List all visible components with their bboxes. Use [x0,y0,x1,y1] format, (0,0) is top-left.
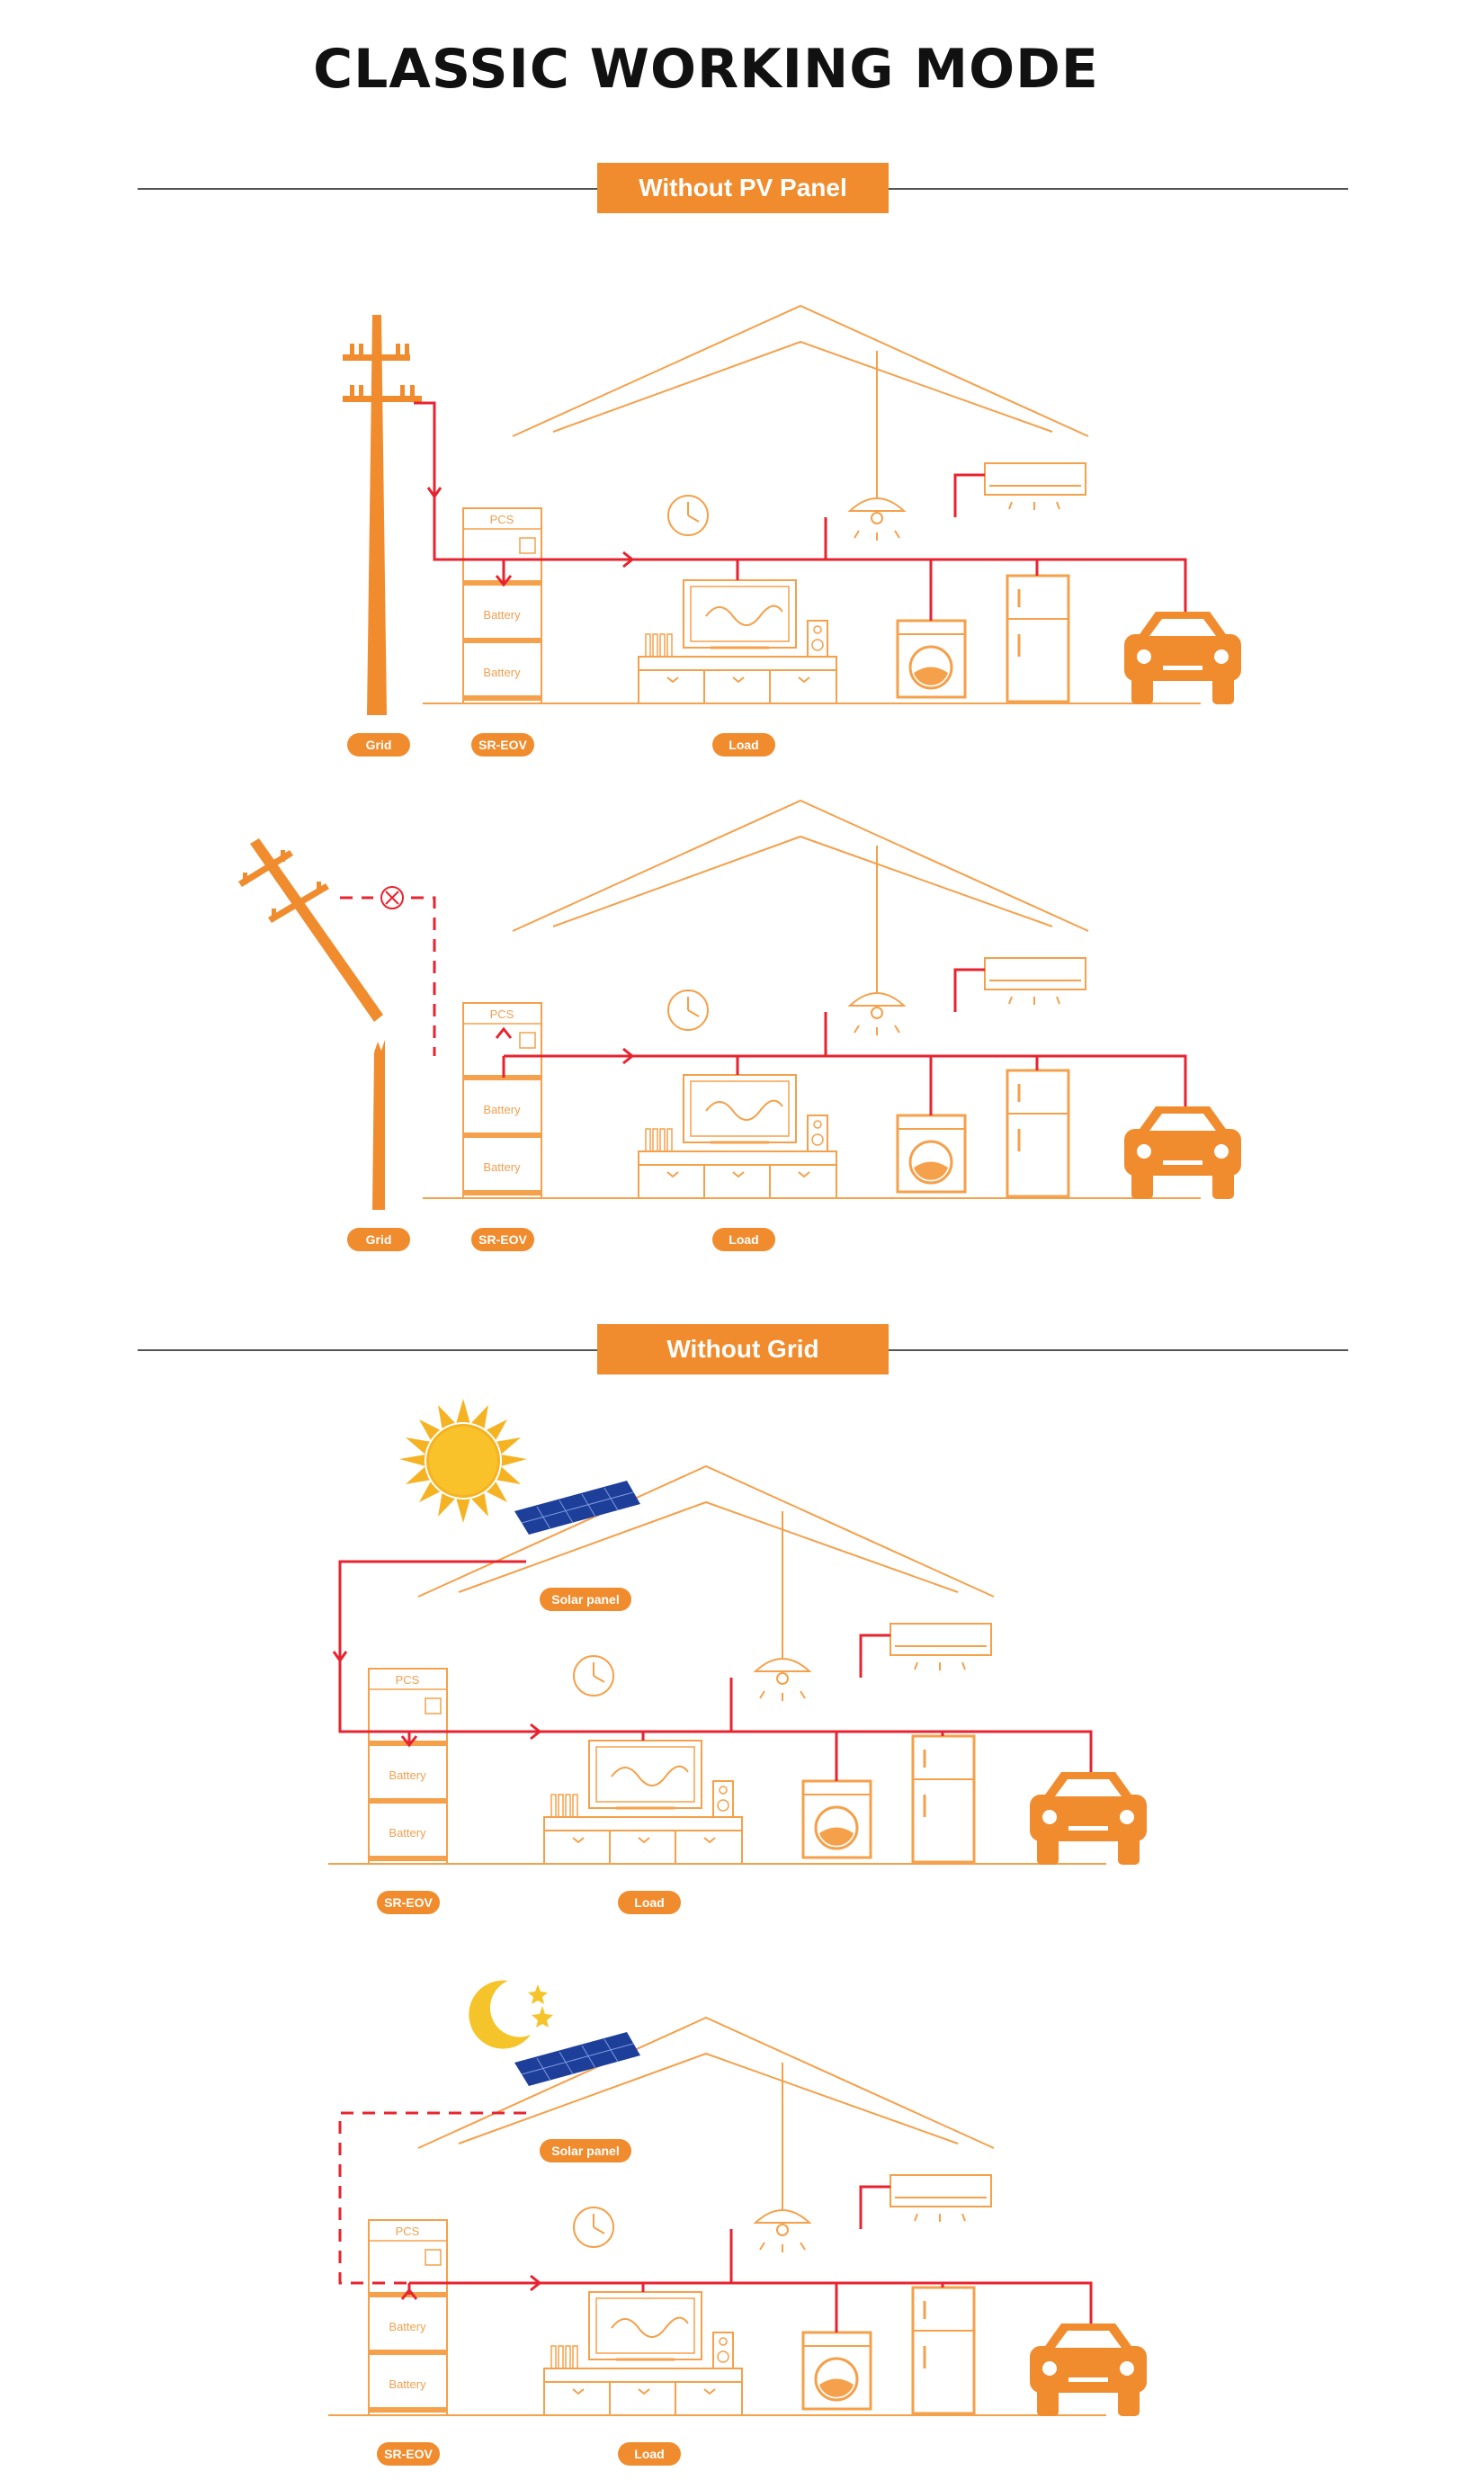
pcs-label: PCS [490,1007,514,1021]
svg-text:Grid: Grid [366,1232,392,1247]
house-illustration [326,1464,1149,1867]
moon-icon [469,1980,553,2049]
tag-load: Load [712,1228,775,1251]
solar-panel-icon [514,1480,641,1535]
svg-text:SR-EOV: SR-EOV [478,738,527,752]
power-flow-lines [340,896,1187,1115]
svg-text:Load: Load [634,2447,664,2461]
battery-label: Battery [389,1826,426,1840]
tag-grid: Grid [347,1228,410,1251]
battery-label: Battery [483,608,521,622]
section-header-without-pv: Without PV Panel [138,163,1348,217]
solar-panel-icon [514,2031,641,2087]
tag-load: Load [618,2442,681,2466]
pcs-label: PCS [490,513,514,526]
svg-text:SR-EOV: SR-EOV [478,1232,527,1247]
svg-text:SR-EOV: SR-EOV [384,1895,433,1910]
battery-label: Battery [483,1160,521,1174]
tag-device: SR-EOV [377,1891,440,1914]
section-header-without-grid: Without Grid [138,1324,1348,1378]
tag-load: Load [712,733,775,757]
power-flow-lines [338,2111,1093,2332]
disconnect-icon [380,886,404,909]
house-illustration [326,2016,1149,2418]
svg-text:Load: Load [634,1895,664,1910]
power-flow-lines [332,1560,1093,1781]
tag-load: Load [618,1891,681,1914]
tag-device: SR-EOV [377,2442,440,2466]
tag-device: SR-EOV [471,1228,534,1251]
scenario-solar-night: PCS Battery Battery Solar panel [326,1980,1149,2466]
broken-pole-icon [238,838,385,1210]
svg-text:Grid: Grid [366,738,392,752]
pcs-label: PCS [396,2225,420,2238]
battery-label: Battery [389,1768,426,1782]
section-label: Without PV Panel [597,163,889,213]
scenario-grid-failure: PCS Battery Battery Grid SR-EOV Load [238,799,1243,1251]
svg-text:Solar panel: Solar panel [551,2144,619,2158]
power-pole-icon [343,315,422,715]
power-flow-lines [414,401,1187,621]
pcs-label: PCS [396,1673,420,1687]
battery-label: Battery [389,2320,426,2333]
svg-text:Load: Load [729,1232,758,1247]
svg-text:Load: Load [729,738,758,752]
tag-device: SR-EOV [471,733,534,757]
svg-text:Solar panel: Solar panel [551,1592,619,1607]
house-illustration [421,304,1243,706]
section-label: Without Grid [597,1324,889,1374]
house-illustration [421,799,1243,1201]
svg-text:SR-EOV: SR-EOV [384,2447,433,2461]
tag-grid: Grid [347,733,410,757]
battery-label: Battery [483,666,521,679]
page-title: CLASSIC WORKING MODE [313,38,1099,101]
scenario-grid-normal: PCS Battery Battery Grid SR-EOV Load [343,304,1243,757]
tag-solar-panel: Solar panel [540,2139,631,2162]
battery-label: Battery [389,2377,426,2391]
tag-solar-panel: Solar panel [540,1588,631,1611]
sun-icon [399,1399,527,1523]
scenario-solar-day: PCS Battery Battery Solar panel [326,1399,1149,1914]
battery-label: Battery [483,1103,521,1116]
